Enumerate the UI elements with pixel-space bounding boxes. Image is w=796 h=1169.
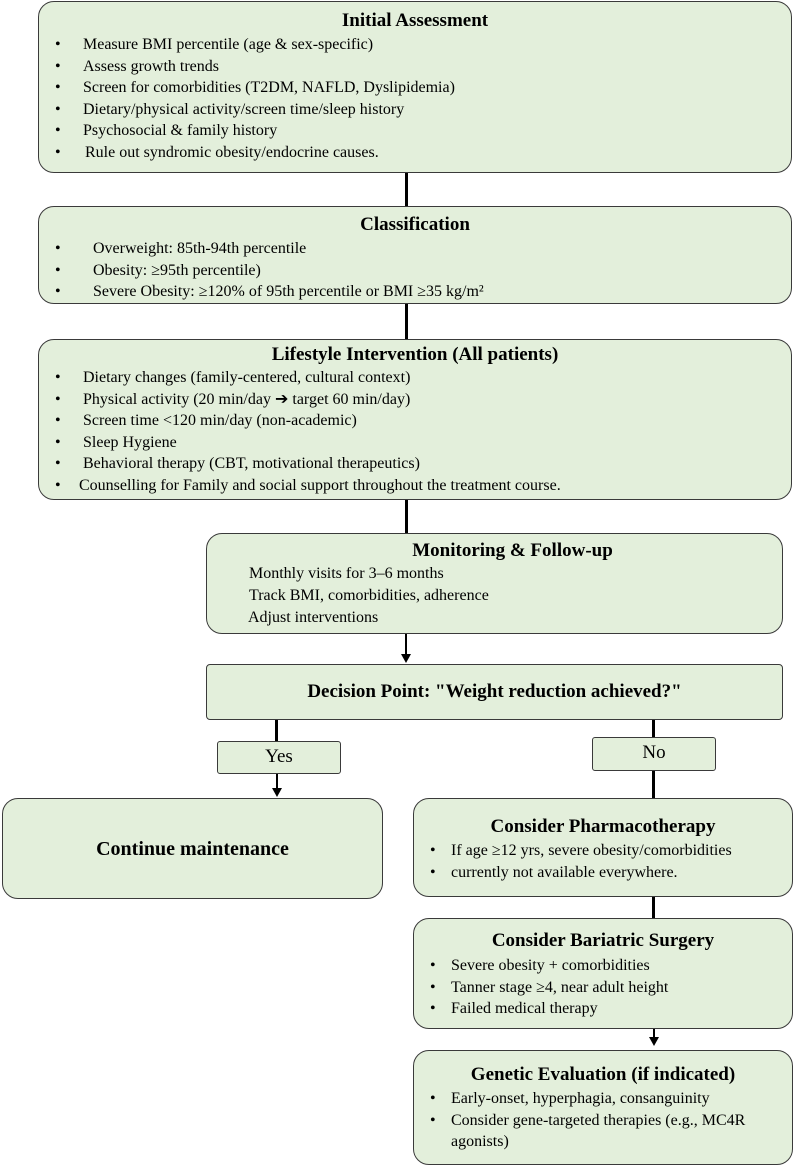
arrowhead-continue bbox=[272, 788, 282, 797]
arrowhead-decision bbox=[401, 654, 411, 663]
list-item: Early-onset, hyperphagia, consanguinity bbox=[414, 1088, 772, 1110]
initial-assessment-box: Initial Assessment Measure BMI percentil… bbox=[38, 1, 792, 173]
list-item: Dietary/physical activity/screen time/sl… bbox=[39, 99, 791, 121]
decision-title: Decision Point: "Weight reduction achiev… bbox=[307, 681, 682, 702]
initial-assessment-title: Initial Assessment bbox=[341, 10, 489, 31]
classification-box: Classification Overweight: 85th-94th per… bbox=[38, 206, 792, 304]
list-item: Severe Obesity: ≥120% of 95th percentile… bbox=[39, 281, 791, 303]
list-item: Screen for comorbidities (T2DM, NAFLD, D… bbox=[39, 77, 791, 99]
monitoring-line: Adjust interventions bbox=[248, 609, 379, 626]
yes-label: Yes bbox=[217, 741, 341, 774]
genetic-evaluation-box: Genetic Evaluation (if indicated) Early-… bbox=[413, 1050, 793, 1165]
monitoring-line: Track BMI, comorbidities, adherence bbox=[249, 587, 489, 604]
connector-bariatric-genetic bbox=[653, 1028, 655, 1037]
connector-decision-yes bbox=[275, 720, 278, 741]
classification-list: Overweight: 85th-94th percentile Obesity… bbox=[39, 238, 791, 303]
connector-monitoring-decision bbox=[405, 634, 407, 654]
lifestyle-intervention-box: Lifestyle Intervention (All patients) Di… bbox=[38, 339, 792, 500]
monitoring-line: Monthly visits for 3–6 months bbox=[249, 565, 444, 582]
bariatric-surgery-box: Consider Bariatric Surgery Severe obesit… bbox=[413, 918, 793, 1029]
genetic-evaluation-list: Early-onset, hyperphagia, consanguinity … bbox=[414, 1088, 792, 1153]
connector-yes-continue bbox=[276, 774, 278, 788]
connector-classification-lifestyle bbox=[405, 304, 408, 339]
list-item: Measure BMI percentile (age & sex-specif… bbox=[39, 34, 791, 56]
connector-assessment-classification bbox=[405, 172, 408, 206]
continue-maintenance-box: Continue maintenance bbox=[2, 798, 383, 899]
initial-assessment-list: Measure BMI percentile (age & sex-specif… bbox=[39, 34, 791, 164]
pharmacotherapy-title: Consider Pharmacotherapy bbox=[490, 816, 716, 837]
connector-no-pharmacotherapy bbox=[652, 771, 655, 798]
list-item: currently not available everywhere. bbox=[414, 862, 792, 884]
connector-decision-no bbox=[652, 720, 655, 738]
list-item: Consider gene-targeted therapies (e.g., … bbox=[414, 1110, 772, 1153]
list-item: Counselling for Family and social suppor… bbox=[39, 475, 791, 497]
bariatric-surgery-title: Consider Bariatric Surgery bbox=[491, 930, 715, 951]
list-item: Severe obesity + comorbidities bbox=[414, 955, 792, 977]
no-label: No bbox=[592, 737, 716, 771]
list-item: Psychosocial & family history bbox=[39, 120, 791, 142]
list-item: Screen time <120 min/day (non-academic) bbox=[39, 410, 791, 432]
list-item: Assess growth trends bbox=[39, 56, 791, 78]
decision-box: Decision Point: "Weight reduction achiev… bbox=[206, 664, 783, 720]
pharmacotherapy-list: If age ≥12 yrs, severe obesity/comorbidi… bbox=[414, 840, 792, 883]
pharmacotherapy-box: Consider Pharmacotherapy If age ≥12 yrs,… bbox=[413, 798, 793, 897]
list-item: Overweight: 85th-94th percentile bbox=[39, 238, 791, 260]
list-item: Behavioral therapy (CBT, motivational th… bbox=[39, 453, 791, 475]
connector-lifestyle-monitoring bbox=[405, 499, 408, 533]
lifestyle-intervention-title: Lifestyle Intervention (All patients) bbox=[271, 344, 559, 365]
list-item: Sleep Hygiene bbox=[39, 432, 791, 454]
list-item: Obesity: ≥95th percentile) bbox=[39, 260, 791, 282]
list-item: If age ≥12 yrs, severe obesity/comorbidi… bbox=[414, 840, 792, 862]
monitoring-box: Monitoring & Follow-up Monthly visits fo… bbox=[206, 533, 783, 634]
classification-title: Classification bbox=[360, 214, 470, 235]
list-item: Failed medical therapy bbox=[414, 998, 792, 1020]
list-item: Rule out syndromic obesity/endocrine cau… bbox=[39, 142, 791, 164]
list-item: Dietary changes (family-centered, cultur… bbox=[39, 367, 791, 389]
monitoring-title: Monitoring & Follow-up bbox=[412, 540, 613, 561]
genetic-evaluation-title: Genetic Evaluation (if indicated) bbox=[470, 1064, 736, 1085]
bariatric-surgery-list: Severe obesity + comorbidities Tanner st… bbox=[414, 955, 792, 1020]
connector-pharmacotherapy-bariatric bbox=[652, 897, 655, 918]
lifestyle-intervention-list: Dietary changes (family-centered, cultur… bbox=[39, 367, 791, 497]
list-item: Physical activity (20 min/day ➔ target 6… bbox=[39, 389, 791, 411]
continue-maintenance-title: Continue maintenance bbox=[96, 837, 289, 860]
list-item: Tanner stage ≥4, near adult height bbox=[414, 977, 792, 999]
arrowhead-genetic bbox=[649, 1037, 659, 1046]
